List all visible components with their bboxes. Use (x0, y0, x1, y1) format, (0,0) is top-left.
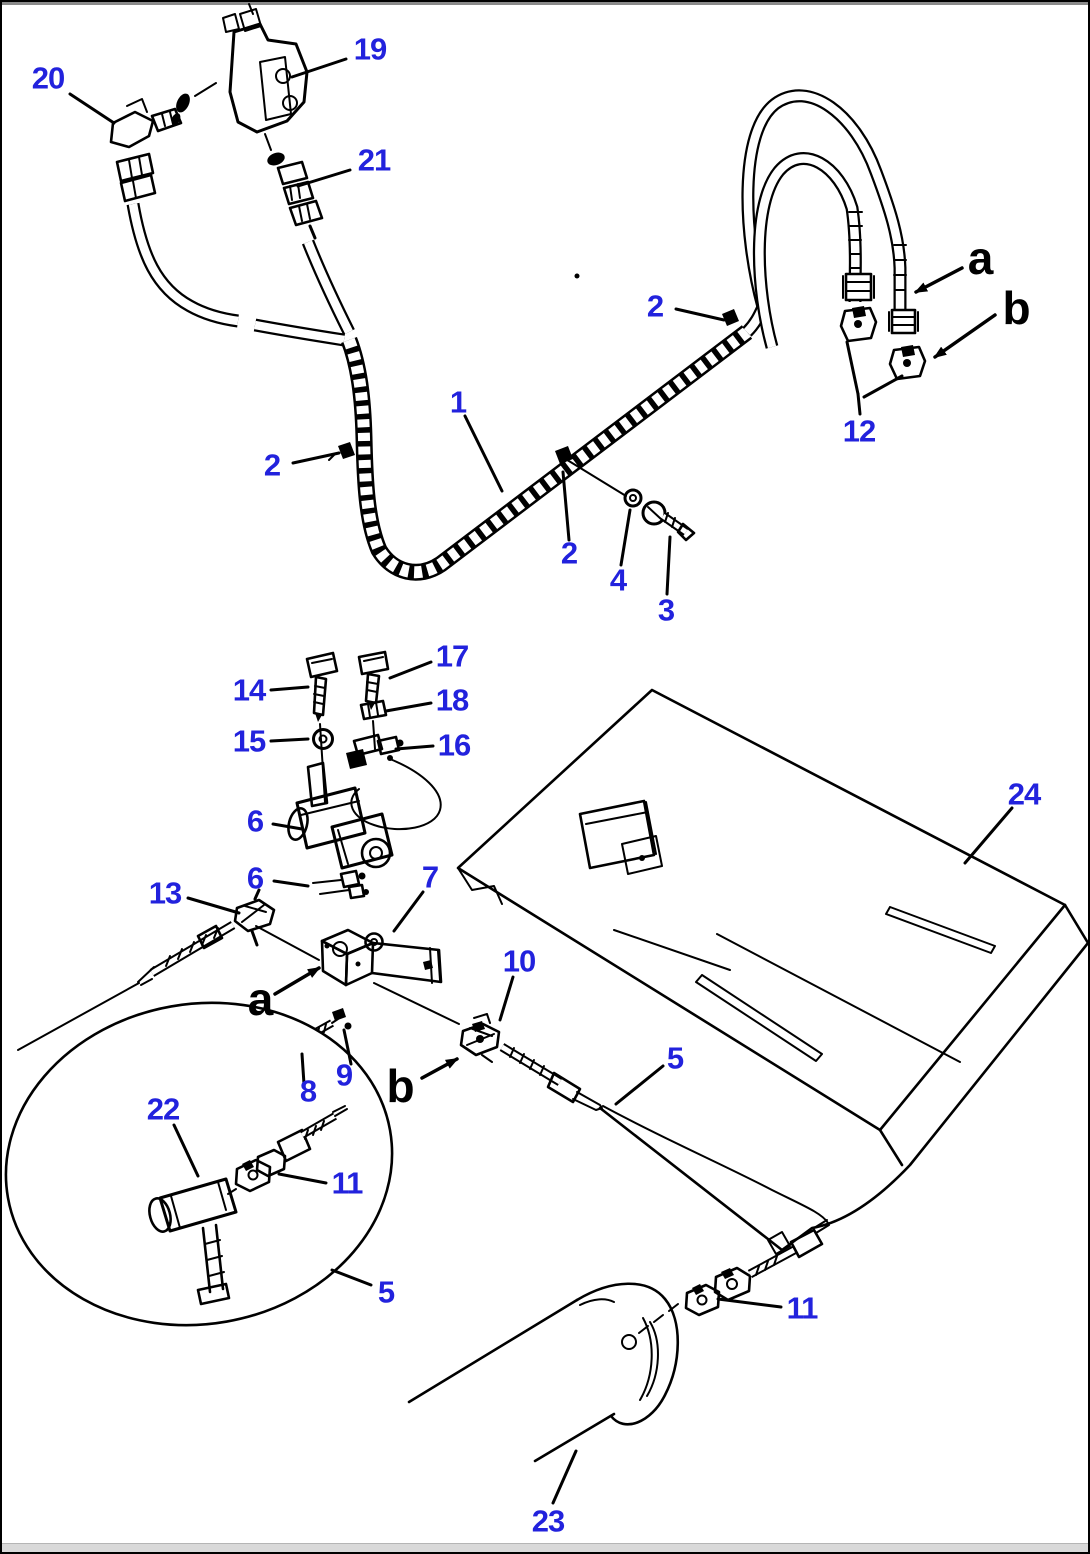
callout-number-20-0: 20 (31, 60, 65, 96)
callout-number-13-20: 13 (148, 875, 182, 911)
hose-arches (741, 89, 907, 349)
leader-line-22-27 (172, 1123, 200, 1178)
leader-line-13-20 (186, 896, 241, 915)
leader-line-2-3 (674, 307, 726, 322)
bottom-border (2, 1543, 1088, 1552)
leader-line-24-23 (963, 806, 1014, 865)
callout-number-14-13: 14 (232, 672, 266, 708)
callout-letter-b-26: b (386, 1060, 414, 1112)
leader-line-3-11 (665, 535, 672, 596)
leader-line-12-6 (862, 374, 904, 399)
callout-number-17-12: 17 (435, 638, 469, 674)
callout-letter-a-21: a (247, 973, 274, 1025)
callout-number-23-32: 23 (531, 1503, 565, 1539)
leader-line-19-1 (290, 57, 348, 79)
callout-number-16-16: 16 (437, 727, 471, 763)
leader-line-20-0 (68, 92, 116, 125)
callout-number-8-25: 8 (299, 1073, 317, 1109)
leader-line-11-28 (277, 1172, 328, 1185)
bolts-14-17-artwork (305, 650, 390, 803)
leader-line-16-16 (394, 744, 435, 751)
callout-number-3-11: 3 (657, 592, 675, 628)
leader-line-14-13 (269, 685, 310, 692)
leader-line-7-19 (392, 890, 425, 933)
nut-11-bolt-22-artwork (234, 1105, 348, 1193)
callout-number-4-10: 4 (609, 562, 627, 598)
leader-line-8-25 (300, 1052, 306, 1086)
elbow-fitting-20-artwork (109, 98, 183, 203)
hose-20-tube (126, 202, 355, 347)
leader-line-b-5 (933, 313, 997, 359)
leader-line-12-6 (845, 340, 860, 396)
callout-number-2-8: 2 (263, 447, 281, 483)
leader-line-12-6 (856, 392, 862, 416)
callout-number-21-2: 21 (357, 142, 391, 178)
leader-line-4-10 (619, 508, 632, 567)
valve-19-artwork (171, 3, 309, 166)
leader-line-6-17 (271, 822, 304, 831)
leader-line-2-9 (561, 470, 571, 542)
leader-line-9-24 (342, 1028, 353, 1066)
leader-line-11-31 (716, 1297, 783, 1309)
callout-number-5-30: 5 (666, 1040, 684, 1076)
nuts-11-cylinder-artwork (684, 1219, 830, 1317)
leader-line-2-8 (291, 451, 341, 465)
fitting-10-artwork (459, 1013, 603, 1111)
fitting-22-artwork (148, 1177, 238, 1306)
clip-16-artwork (346, 733, 442, 831)
top-border (2, 2, 1088, 5)
hose-5-line (602, 1105, 829, 1224)
cylinder-23-artwork (407, 1282, 680, 1463)
callout-letter-a-4: a (967, 232, 994, 284)
leader-line-15-15 (269, 737, 310, 743)
leader-line-23-32 (551, 1449, 578, 1505)
callout-number-2-9: 2 (560, 535, 578, 571)
solenoid-valve-6-artwork (287, 761, 394, 870)
spiral-hose-1 (341, 325, 753, 581)
leader-line-18-14 (384, 701, 433, 713)
callout-number-18-14: 18 (435, 682, 469, 718)
callout-letter-b-5: b (1002, 282, 1030, 334)
callout-number-6-18: 6 (246, 860, 264, 896)
leader-line-21-2 (296, 168, 352, 188)
callout-number-6-17: 6 (246, 803, 264, 839)
leader-line-6-18 (272, 879, 310, 888)
leader-line-17-12 (388, 660, 433, 680)
leader-line-5-30 (614, 1064, 665, 1106)
callout-number-15-15: 15 (232, 723, 266, 759)
fitting-13-artwork (17, 888, 320, 1051)
leader-line-b-26 (420, 1057, 459, 1080)
panel-24-artwork (456, 688, 1088, 1255)
leader-line-a-4 (914, 266, 964, 294)
callout-number-11-28: 11 (331, 1165, 364, 1201)
hose-clamps-2 (328, 309, 739, 497)
callout-number-10-22: 10 (502, 943, 536, 979)
callout-number-24-23: 24 (1007, 776, 1041, 812)
leader-line-a-21 (273, 966, 321, 996)
washer-4-bolt-3 (574, 273, 696, 542)
callout-number-9-24: 9 (335, 1057, 353, 1093)
callout-number-11-31: 11 (786, 1290, 819, 1326)
connector-6-artwork (312, 869, 369, 900)
detail-balloon-5 (4, 1001, 394, 1327)
callout-number-7-19: 7 (421, 859, 439, 895)
callout-number-19-1: 19 (353, 31, 387, 67)
hose-end-nuts-12 (839, 272, 927, 381)
callout-number-5-29: 5 (377, 1274, 395, 1310)
block-bracket-7-artwork (320, 928, 460, 1025)
callout-number-1-7: 1 (449, 384, 467, 420)
leader-line-10-22 (498, 975, 515, 1022)
callout-number-2-3: 2 (646, 288, 664, 324)
leader-line-1-7 (463, 414, 504, 493)
leader-line-5-29 (330, 1268, 373, 1287)
callout-number-12-6: 12 (842, 413, 876, 449)
callout-number-22-27: 22 (146, 1091, 180, 1127)
